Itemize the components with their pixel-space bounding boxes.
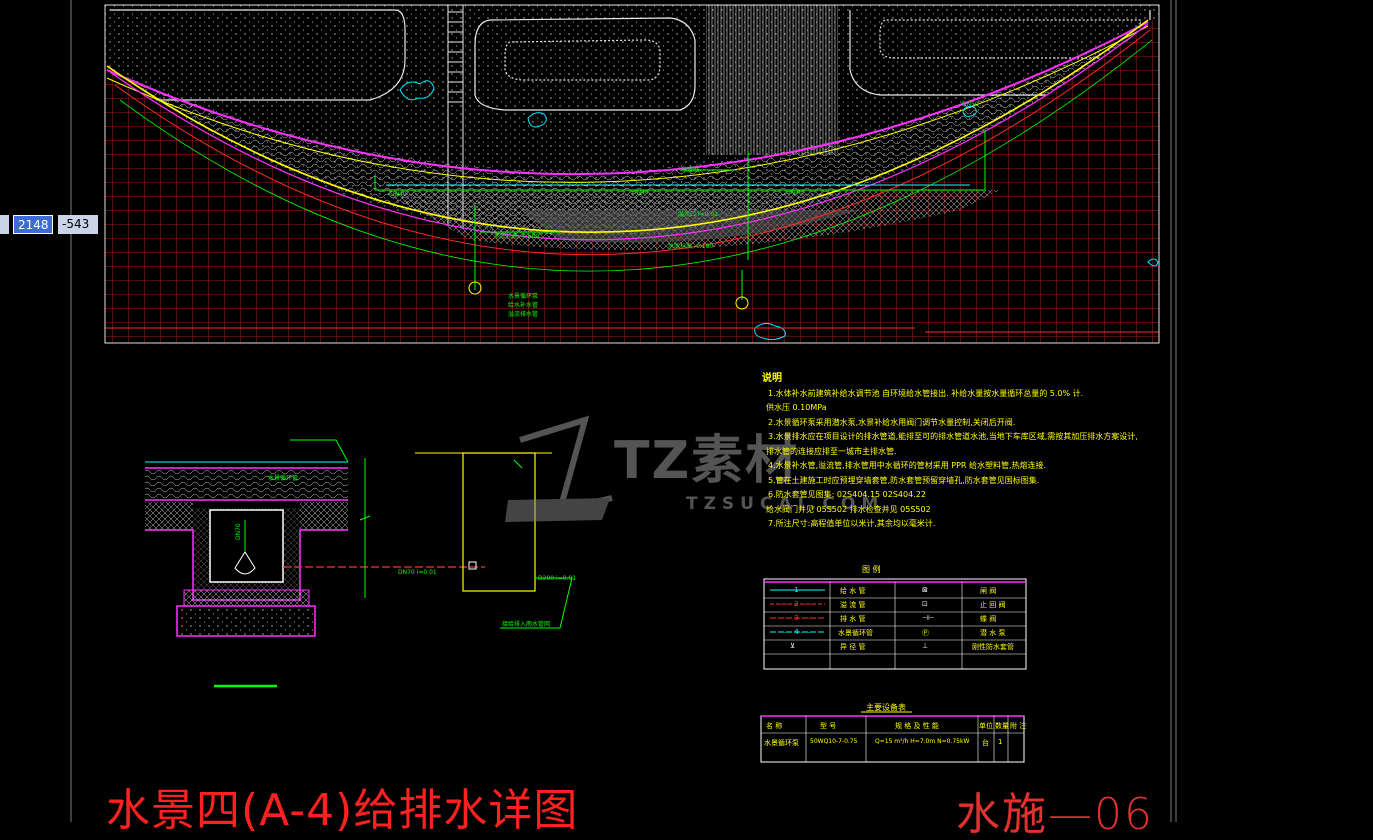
coord-x-field[interactable] [0, 215, 9, 234]
plan-label-pool-edge: 水面线 [682, 166, 700, 174]
equipment-cell: 1 [998, 738, 1003, 746]
manhole-label-pipe2: D200 i=0.01 [538, 575, 576, 582]
plan-label-pipe-b: DN40 [632, 189, 649, 196]
legend-cell: 闸 阀 [980, 587, 997, 595]
legend-cell: Ⓟ [922, 629, 929, 637]
pool-edge-curves [106, 19, 1153, 272]
notes-line: 2.水景循环泵采用潜水泵,水景补给水用阀门调节水量控制,关闭后开阀. [768, 417, 1016, 427]
notes-line: 5.管在土建施工时应预埋穿墙套管,防水套管预留穿墙孔,防水套管见国标图集. [768, 475, 1040, 485]
legend-title: 图 例 [862, 565, 881, 574]
legend-cell: 溢 流 管 [840, 601, 866, 609]
legend-cell: —— 2 —— [778, 600, 815, 608]
notes-line: 排水管的连接应排至一城市主排水管. [766, 446, 897, 456]
legend-cell: 蝶 阀 [980, 615, 997, 623]
equipment-header: 型 号 [820, 722, 837, 730]
legend-cell: 刚性防水套管 [972, 643, 1014, 651]
legend-cell: 异 径 管 [840, 643, 866, 651]
section-label-top: 水景循环管 [268, 474, 298, 482]
watermark-logo [505, 415, 613, 522]
manhole-callout: 接给排入雨水管网 [502, 620, 550, 628]
road-islands [110, 9, 1151, 111]
coord-z-field[interactable]: -543 [58, 215, 98, 234]
plan-label-overflow: 溢流口 i=0.01 [678, 210, 718, 218]
legend-cell: ⊻ [790, 642, 796, 650]
plan-label-note2: 给水补水管 [508, 301, 538, 309]
legend-table[interactable] [763, 578, 1027, 670]
legend-cell: ⊡ [922, 600, 928, 608]
equipment-cell: 台 [982, 739, 989, 747]
legend-cell: —— 3 —— [778, 614, 815, 622]
notes-line: 3.水景排水应在项目设计的排水管道,能排至可的排水管道水池,当地下车库区域,需按… [768, 432, 1138, 441]
equipment-header: 名 称 [766, 722, 783, 730]
notes-line: 1.水体补水前建筑补给水调节池 自环境给水管接出. 补给水量按水量循环总量的 5… [768, 388, 1084, 398]
design-notes: 说明 1.水体补水前建筑补给水调节池 自环境给水管接出. 补给水量按水量循环总量… [762, 372, 1138, 532]
equipment-header: 单位 [979, 722, 993, 730]
watermark-text: TZ素材 [614, 431, 800, 491]
legend-cell: —— 1 —— [778, 586, 815, 594]
drawing-frame [70, 0, 1177, 822]
equipment-cell: 水景循环泵 [764, 739, 799, 747]
plan-label-level1: 水底标高 -0.600 [494, 232, 539, 240]
plan-label-note3: 溢流排水管 [508, 310, 538, 318]
plan-label-pipe-a: DN40 [390, 191, 407, 198]
equipment-header: 数量 [995, 722, 1009, 730]
legend-cell: 排 水 管 [840, 615, 866, 623]
equipment-header: 附 注 [1010, 722, 1027, 730]
notes-line: 7.所注尺寸:高程值单位以米计,其余均以毫米计. [768, 519, 936, 528]
notes-line: 给水阀门井见 05S502 排水检查井见 05S502 [766, 504, 931, 514]
plan-label-pipe-c: DN40 [786, 189, 803, 196]
equipment-table[interactable] [760, 711, 1025, 763]
section-detail[interactable]: 水景循环管 DN70 DN70 i=0.01 [145, 439, 485, 688]
section-label-dn: DN70 [235, 523, 242, 540]
equipment-cell: Q=15 m³/h H=7.0m N=0.75kW [875, 738, 970, 745]
legend-cell: ⊠ [922, 586, 928, 594]
legend-cell: 水景循环管 [838, 629, 873, 637]
notes-line: 供水压 0.10MPa [766, 403, 827, 412]
water-surface-hatch [115, 28, 1145, 236]
legend-cell: ⊣⊢ [922, 614, 935, 622]
equipment-header: 规 格 及 性 能 [895, 722, 939, 730]
equipment-title: 主要设备表 [866, 703, 906, 712]
cad-drawing-canvas[interactable]: DN40 DN40 DN40 水底标高 -0.600 水底标高 -0.100 水… [0, 0, 1373, 822]
plan-label-level2: 水底标高 -0.100 [668, 242, 713, 250]
legend-cell: —— 4 —— [778, 628, 815, 636]
plan-label-valve: DN50 [962, 101, 979, 108]
notes-line: 4.水景补水管,溢流管,排水管用中水循环的管材采用 PPR 给水塑料管,热熔连接… [768, 461, 1047, 470]
legend-cell: 潜 水 泵 [980, 629, 1006, 637]
coord-y-field[interactable]: 2148 [13, 215, 53, 234]
ramp-stripes [706, 5, 838, 155]
plan-view[interactable]: DN40 DN40 DN40 水底标高 -0.600 水底标高 -0.100 水… [105, 5, 1159, 343]
drawing-title: 水景四(A-4)给排水详图 [106, 785, 579, 836]
notes-heading: 说明 [762, 373, 782, 384]
legend-cell: 止 回 阀 [980, 601, 1006, 609]
sheet-number: 水施—06 [956, 789, 1154, 840]
manhole-detail[interactable]: D200 i=0.01 接给排入雨水管网 [415, 452, 576, 629]
plan-label-note1: 水景循环泵 [508, 292, 538, 300]
equipment-cell: 50WQ10-7-0.75 [810, 738, 858, 745]
legend-cell: ⊥ [922, 642, 929, 650]
watermark-sub: TZSUCAI.COM [686, 494, 885, 514]
notes-line: 6.防水套管见图集: 02S404.15 02S404.22 [768, 490, 926, 499]
legend-cell: 给 水 管 [840, 587, 866, 595]
section-label-pipe1: DN70 i=0.01 [398, 569, 437, 576]
plan-border [104, 4, 1160, 344]
shrub-symbols [399, 80, 1159, 341]
pipe-network [374, 130, 986, 300]
